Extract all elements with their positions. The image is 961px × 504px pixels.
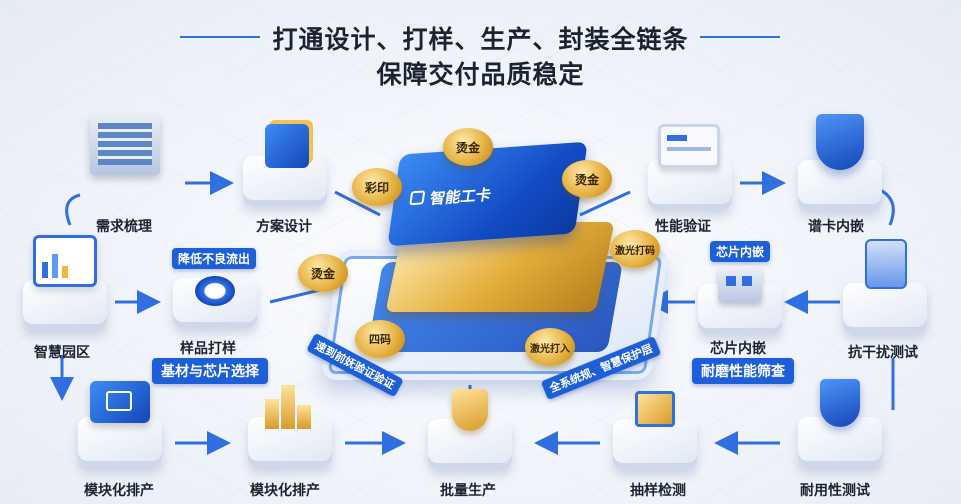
label-anti-interference: 抗干扰测试 xyxy=(848,345,918,361)
tag-reduce-defects: 降低不良流出 xyxy=(172,248,257,269)
coin-laser-code: 激光打码 xyxy=(610,230,660,268)
node-anti-interference xyxy=(835,235,935,335)
node-mass-production xyxy=(420,385,520,470)
coin-hot-stamp-top: 烫金 xyxy=(443,128,493,166)
coin-hot-stamp-left: 烫金 xyxy=(298,254,348,292)
tag-wear-screening: 耐磨性能筛查 xyxy=(692,358,794,384)
node-sample xyxy=(165,270,265,330)
coin-hot-stamp-right: 烫金 xyxy=(562,160,612,198)
label-requirements: 需求梳理 xyxy=(96,219,152,235)
arrow-right-down1 xyxy=(879,188,895,226)
chip-stack-icon xyxy=(635,391,675,427)
monitor-icon xyxy=(658,124,720,168)
arrow-center-perf xyxy=(579,190,631,217)
node-sampling xyxy=(605,385,705,470)
node-durability xyxy=(790,375,890,470)
node-requirements xyxy=(80,110,170,210)
label-chip-embed: 芯片内嵌 xyxy=(710,341,766,357)
label-smart-park: 智慧园区 xyxy=(34,345,90,361)
label-sample: 样品打样 xyxy=(180,341,236,357)
coin-laser-in: 激光打入 xyxy=(525,328,575,366)
arrow-design-center xyxy=(334,190,381,217)
node-smart-park xyxy=(15,225,115,330)
node-module-left xyxy=(70,375,170,470)
design-docs-icon xyxy=(265,124,309,168)
factory-icon xyxy=(718,266,762,302)
arrow-left-up xyxy=(65,193,81,226)
hologram-icon xyxy=(865,239,907,289)
label-mass-production: 批量生产 xyxy=(440,483,496,499)
label-durability: 耐用性测试 xyxy=(800,483,870,499)
arrow-sample-center xyxy=(269,288,321,304)
gold-blocks-icon xyxy=(265,381,315,429)
card-label: 智能工卡 xyxy=(428,185,493,208)
coin-color-print: 彩印 xyxy=(352,168,402,206)
node-tag-embed xyxy=(790,110,890,210)
module-screen-icon xyxy=(90,381,150,423)
label-tag-embed: 谱卡内嵌 xyxy=(808,219,864,235)
node-perf-verify xyxy=(640,120,740,210)
durability-shield-icon xyxy=(820,379,860,427)
label-module-left: 模块化排产 xyxy=(84,483,154,499)
tag-chip-embed-small: 芯片内嵌 xyxy=(710,241,771,262)
label-perf-verify: 性能验证 xyxy=(655,219,711,235)
label-module-mid: 模块化排产 xyxy=(250,483,320,499)
node-chip-embed xyxy=(690,262,790,334)
building-icon xyxy=(90,115,160,175)
title-line-left xyxy=(180,36,260,38)
chip-ring-icon xyxy=(195,276,235,306)
label-design: 方案设计 xyxy=(256,219,312,235)
node-design xyxy=(235,120,335,210)
page-title: 打通设计、打样、生产、封装全链条 xyxy=(272,25,689,54)
shield-icon xyxy=(816,114,864,170)
label-sampling: 抽样检测 xyxy=(630,483,686,499)
tag-substrate-chip: 基材与芯片选择 xyxy=(152,358,268,384)
dashboard-icon xyxy=(33,235,97,287)
node-module-mid xyxy=(235,375,345,470)
gold-shield-icon xyxy=(452,389,488,431)
card-logo-icon xyxy=(409,190,426,206)
coin-qr: 四码 xyxy=(355,320,405,358)
title-line-right xyxy=(700,36,780,38)
page-subtitle: 保障交付品质稳定 xyxy=(376,60,585,89)
